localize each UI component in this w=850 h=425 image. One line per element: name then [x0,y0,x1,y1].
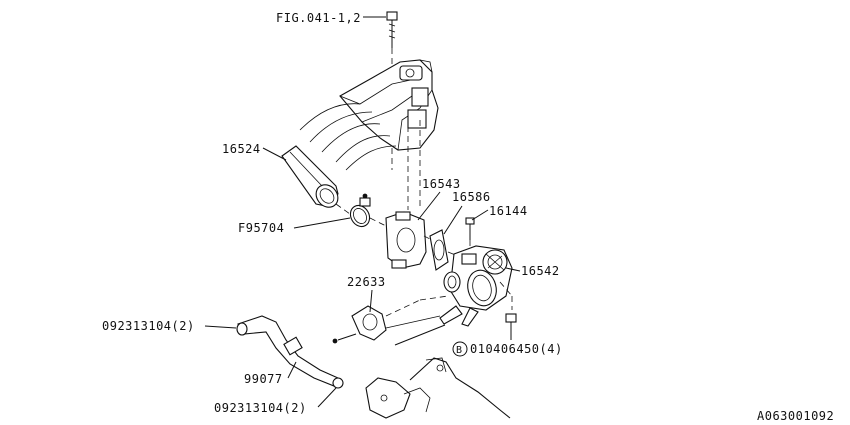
diagram-code: A063001092 [757,409,834,423]
hose-99077 [236,315,344,389]
b-marker: B [456,345,463,356]
label-010406450: 010406450(4) [470,342,563,356]
label-16524: 16524 [222,142,261,156]
label-99077: 99077 [244,372,283,386]
sensor-22633 [332,295,449,344]
fig-ref-label: FIG.041-1,2 [276,11,361,25]
sensor-16144 [465,217,475,252]
b-marker-circle [452,341,468,357]
throttle-body-16542 [439,245,513,327]
label-16586: 16586 [452,190,491,204]
label-092313104-bottom: 092313104(2) [214,401,307,415]
engine-bracket [365,357,511,419]
bolt-010406450 [505,313,517,340]
label-092313104-top: 092313104(2) [102,319,195,333]
spacer-16543 [385,211,427,269]
label-16542: 16542 [521,264,560,278]
label-22633: 22633 [347,275,386,289]
label-f95704: F95704 [238,221,284,235]
label-16144: 16144 [489,204,528,218]
intake-boot-16524 [281,145,339,208]
label-16543: 16543 [422,177,461,191]
intake-manifold [299,59,439,171]
hose-clamp-f95704 [349,193,371,228]
gasket-16586 [429,229,449,271]
